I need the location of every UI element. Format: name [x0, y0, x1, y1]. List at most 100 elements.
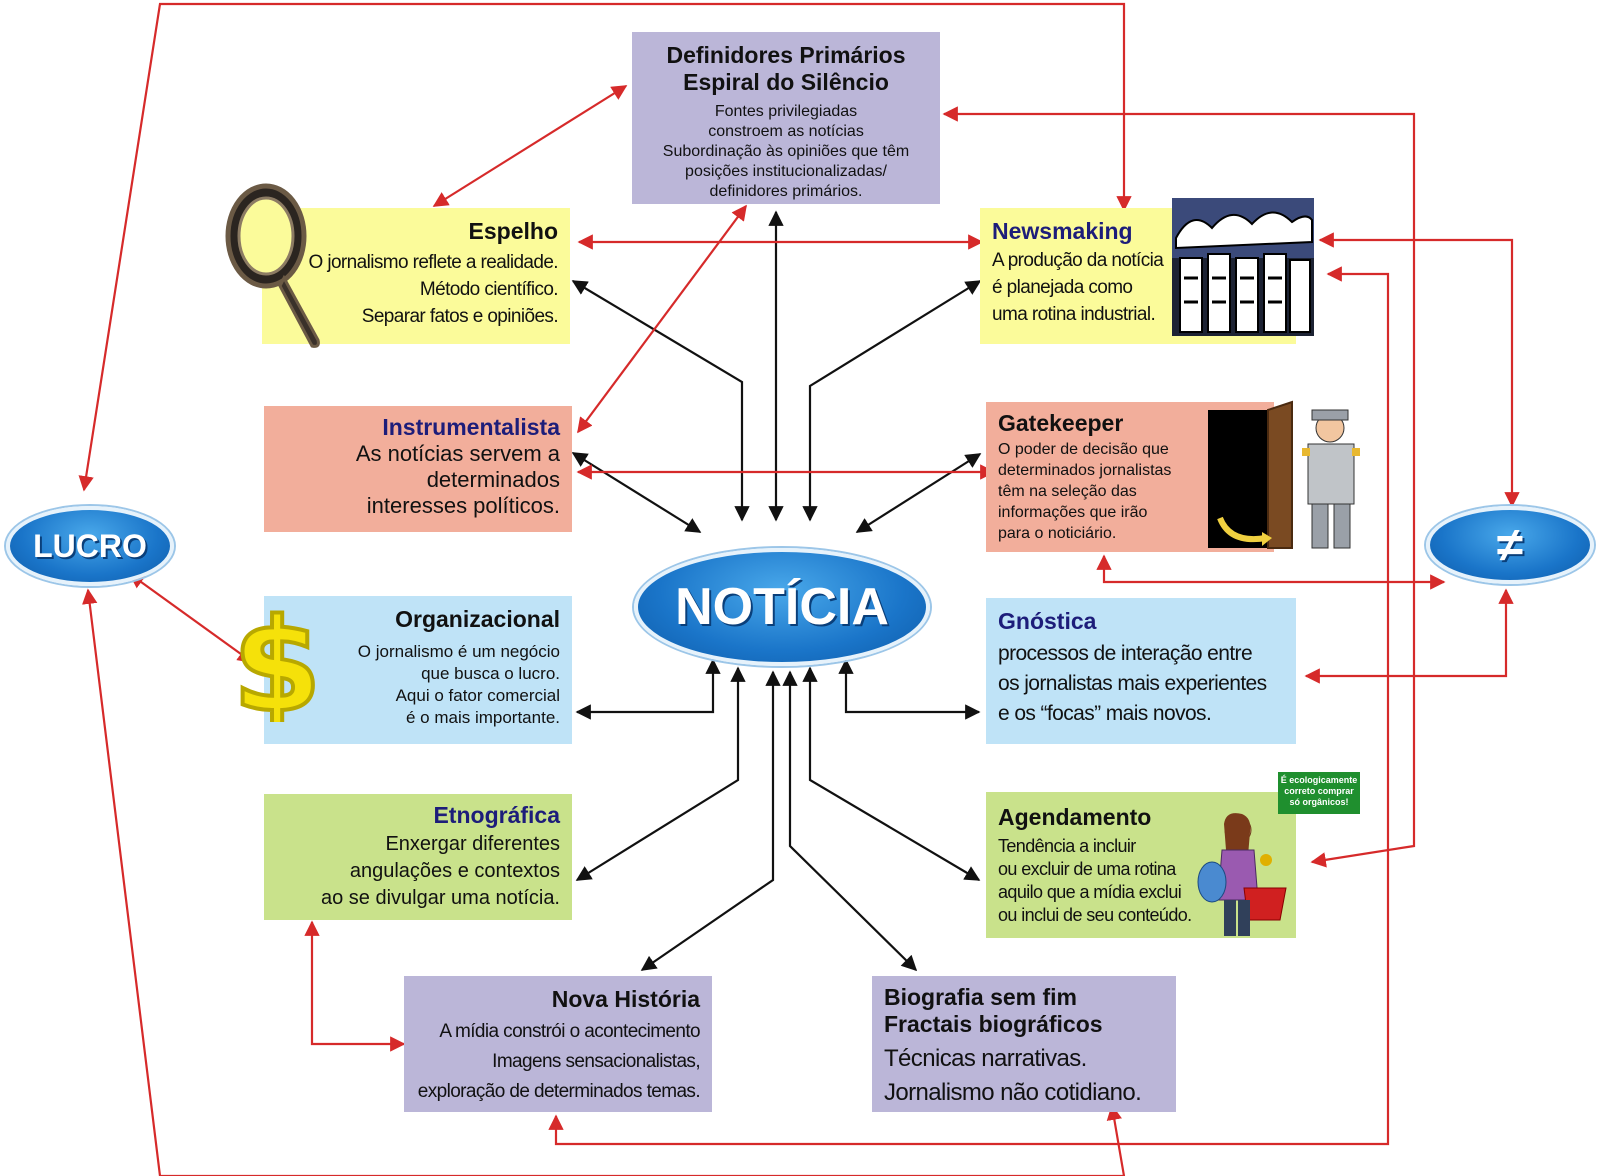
dollar-icon: $	[232, 598, 322, 722]
instrumentalista-line: determinados	[426, 467, 560, 492]
biografia-title-2: Fractais biográficos	[884, 1011, 1103, 1037]
arrow-newsmaking-diferente	[1318, 232, 1520, 508]
mirror-icon	[225, 183, 320, 348]
agendamento-body: Tendência a incluir ou excluir de uma ro…	[998, 835, 1284, 927]
instrumentalista-title: Instrumentalista	[382, 414, 560, 440]
definidores-title-2: Espiral do Silêncio	[683, 69, 889, 95]
arrow-espelho-noticia	[571, 280, 750, 522]
etnografica-line: angulações e contextos	[349, 860, 560, 882]
factory-icon	[1172, 198, 1314, 336]
definidores-line: posições institucionalizadas/	[685, 163, 887, 180]
instrumentalista-line: interesses políticos.	[366, 493, 560, 518]
arrow-organizacional-noticia	[575, 658, 721, 720]
newsmaking-line: é planejada como	[992, 277, 1133, 298]
novahistoria-body: A mídia constrói o acontecimento Imagens…	[416, 1017, 701, 1107]
espelho-line: Método científico.	[419, 279, 559, 300]
node-organizacional: Organizacional O jornalismo é um negócio…	[264, 596, 572, 744]
node-definidores: Definidores Primários Espiral do Silênci…	[632, 32, 940, 204]
arrow-etnografica-novahistoria	[304, 920, 406, 1052]
arrow-newsmaking-novahistoria	[548, 266, 1390, 1146]
novahistoria-line: exploração de determinados temas.	[417, 1081, 701, 1102]
espelho-body: O jornalismo reflete a realidade. Método…	[274, 249, 558, 330]
organizacional-line: que busca o lucro.	[421, 664, 560, 683]
node-nova-historia: Nova História A mídia constrói o acontec…	[404, 976, 712, 1112]
node-biografia: Biografia sem fim Fractais biográficos T…	[872, 976, 1176, 1112]
door-guard-icon	[1208, 400, 1360, 549]
gatekeeper-line: informações que irão	[998, 504, 1148, 521]
novahistoria-title: Nova História	[551, 986, 700, 1012]
newsmaking-line: A produção da notícia	[992, 250, 1164, 271]
bubble-line: É ecologicamente	[1280, 775, 1358, 785]
speech-bubble: É ecologicamente correto comprar só orgâ…	[1278, 772, 1360, 814]
organizacional-line: O jornalismo é um negócio	[357, 642, 560, 661]
definidores-line: definidores primários.	[709, 183, 863, 200]
biografia-body: Técnicas narrativas. Jornalismo não coti…	[884, 1042, 1164, 1110]
gatekeeper-line: têm na seleção das	[998, 483, 1137, 500]
noticia-ellipse: NOTÍCIA	[634, 548, 930, 666]
etnografica-body: Enxergar diferentes angulações e context…	[276, 831, 560, 912]
agendamento-title: Agendamento	[998, 804, 1152, 830]
biografia-title-1: Biografia sem fim	[884, 984, 1077, 1010]
gatekeeper-title: Gatekeeper	[998, 410, 1124, 436]
arrow-gatekeeper-diferente	[1096, 554, 1446, 590]
diferente-ellipse: ≠	[1426, 506, 1594, 584]
definidores-line: Fontes privilegiadas	[714, 103, 858, 120]
definidores-body: Fontes privilegiadas constroem as notíci…	[644, 102, 928, 202]
biografia-line: Jornalismo não cotidiano.	[884, 1079, 1142, 1106]
espelho-line: Separar fatos e opiniões.	[361, 306, 559, 327]
gatekeeper-line: para o noticiário.	[998, 525, 1117, 542]
lucro-label: LUCRO	[33, 527, 147, 564]
organizacional-title: Organizacional	[395, 606, 560, 632]
bubble-line: correto comprar	[1284, 786, 1354, 796]
agendamento-line: Tendência a incluir	[998, 836, 1136, 856]
arrow-instrumentalista-noticia	[571, 452, 702, 533]
espelho-title: Espelho	[468, 218, 558, 244]
svg-text:$: $	[232, 598, 321, 722]
definidores-line: Subordinação às opiniões que têm	[662, 143, 910, 160]
gatekeeper-line: O poder de decisão que	[998, 441, 1169, 458]
arrow-espelho-definidores	[432, 85, 628, 207]
agendamento-line: ou inclui de seu conteúdo.	[998, 905, 1192, 925]
newsmaking-title: Newsmaking	[992, 218, 1133, 244]
arrow-lucro-biografia	[82, 588, 1126, 1176]
arrow-instrumentalista-definidores	[577, 204, 747, 434]
definidores-line: constroem as notícias	[708, 123, 864, 140]
arrow-gnostica-noticia	[838, 658, 981, 720]
noticia-label: NOTÍCIA	[675, 578, 889, 636]
arrow-newsmaking-noticia	[802, 280, 982, 522]
diferente-label: ≠	[1496, 518, 1524, 572]
novahistoria-line: Imagens sensacionalistas,	[492, 1051, 700, 1072]
node-etnografica: Etnográfica Enxergar diferentes angulaçõ…	[264, 794, 572, 920]
etnografica-title: Etnográfica	[433, 802, 560, 828]
gnostica-line: os jornalistas mais experientes	[998, 672, 1267, 695]
node-espelho: Espelho O jornalismo reflete a realidade…	[262, 208, 570, 344]
instrumentalista-line: As notícias servem a	[355, 441, 560, 466]
newsmaking-body: A produção da notícia é planejada como u…	[992, 247, 1284, 328]
node-instrumentalista: Instrumentalista As notícias servem a de…	[264, 406, 572, 532]
novahistoria-line: A mídia constrói o acontecimento	[439, 1021, 700, 1042]
gnostica-line: processos de interação entre	[998, 642, 1253, 665]
lucro-ellipse: LUCRO	[6, 506, 174, 586]
gnostica-body: processos de interação entre os jornalis…	[998, 639, 1284, 729]
gnostica-title: Gnóstica	[998, 608, 1097, 634]
gnostica-line: e os “focas” mais novos.	[998, 702, 1212, 725]
arrow-novahistoria-noticia	[640, 670, 781, 971]
etnografica-line: ao se divulgar uma notícia.	[320, 887, 560, 909]
espelho-line: O jornalismo reflete a realidade.	[308, 252, 558, 273]
etnografica-line: Enxergar diferentes	[385, 833, 560, 855]
organizacional-line: Aqui o fator comercial	[395, 686, 560, 705]
arrow-gnostica-diferente	[1304, 588, 1514, 684]
organizacional-body: O jornalismo é um negócio que busca o lu…	[276, 641, 560, 729]
agendamento-line: aquilo que a mídia exclui	[998, 882, 1182, 902]
organizacional-line: é o mais importante.	[405, 708, 560, 727]
agendamento-line: ou excluir de uma rotina	[998, 859, 1176, 879]
gatekeeper-line: determinados jornalistas	[998, 462, 1172, 479]
instrumentalista-body: As notícias servem a determinados intere…	[276, 441, 560, 519]
shopper-icon	[1197, 813, 1287, 936]
arrow-gatekeeper-noticia	[855, 453, 982, 533]
gatekeeper-body: O poder de decisão que determinados jorn…	[998, 439, 1262, 544]
newsmaking-line: uma rotina industrial.	[992, 304, 1156, 325]
bubble-line: só orgânicos!	[1289, 797, 1349, 807]
biografia-line: Técnicas narrativas.	[884, 1045, 1087, 1072]
